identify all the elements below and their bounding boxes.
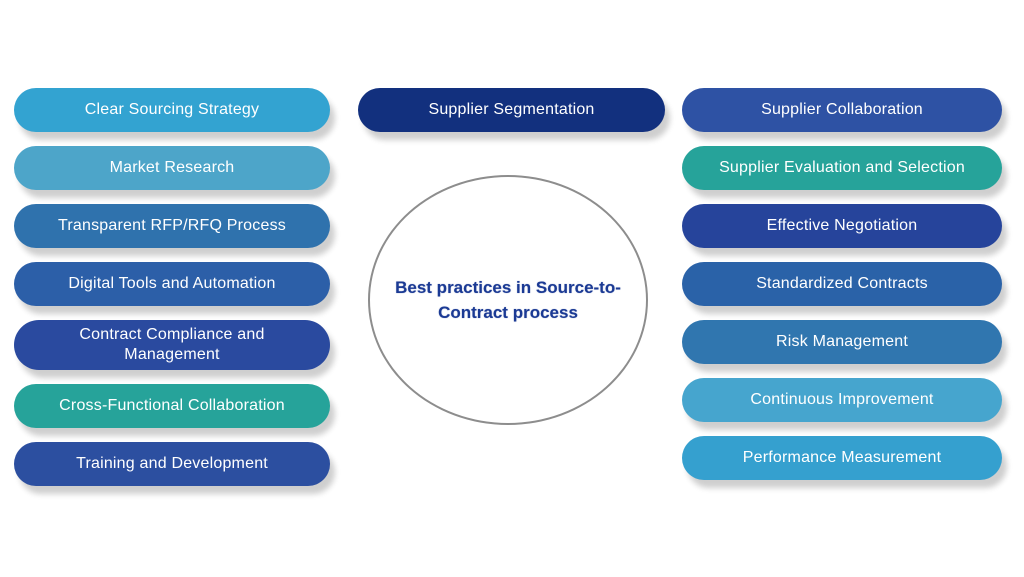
practice-pill-label: Market Research bbox=[109, 159, 235, 176]
diagram-title: Best practices in Source-to-Contract pro… bbox=[395, 277, 621, 323]
practice-pill-label: Digital Tools and Automation bbox=[68, 275, 276, 292]
pill-effective-negotiation: Effective Negotiation bbox=[682, 204, 1002, 248]
practice-pill-label: Transparent RFP/RFQ Process bbox=[58, 217, 286, 234]
pill-supplier-segmentation: Supplier Segmentation bbox=[358, 88, 665, 132]
pill-digital-tools-and-automation: Digital Tools and Automation bbox=[14, 262, 330, 306]
pill-transparent-rfp-rfq-process: Transparent RFP/RFQ Process bbox=[14, 204, 330, 248]
pill-risk-management: Risk Management bbox=[682, 320, 1002, 364]
practice-pill-label: Risk Management bbox=[776, 333, 908, 350]
practice-pill-label: Clear Sourcing Strategy bbox=[84, 101, 260, 118]
practice-pill-label: Effective Negotiation bbox=[766, 217, 918, 234]
pill-continuous-improvement: Continuous Improvement bbox=[682, 378, 1002, 422]
practice-pill-label: Cross-Functional Collaboration bbox=[59, 397, 285, 414]
practice-pill-label: Contract Compliance and Management bbox=[79, 326, 265, 363]
pill-clear-sourcing-strategy: Clear Sourcing Strategy bbox=[14, 88, 330, 132]
practice-pill-label: Training and Development bbox=[76, 455, 268, 472]
practice-pill-label: Supplier Collaboration bbox=[761, 101, 923, 118]
practice-pill-label: Standardized Contracts bbox=[756, 275, 928, 292]
pill-performance-measurement: Performance Measurement bbox=[682, 436, 1002, 480]
practice-pill-label: Performance Measurement bbox=[742, 449, 942, 466]
pill-training-and-development: Training and Development bbox=[14, 442, 330, 486]
pill-supplier-collaboration: Supplier Collaboration bbox=[682, 88, 1002, 132]
practice-pill-label: Continuous Improvement bbox=[750, 391, 934, 408]
pill-standardized-contracts: Standardized Contracts bbox=[682, 262, 1002, 306]
practice-pill-label: Supplier Evaluation and Selection bbox=[719, 159, 965, 176]
center-circle: Best practices in Source-to-Contract pro… bbox=[368, 175, 648, 425]
pill-market-research: Market Research bbox=[14, 146, 330, 190]
left-practices-column: Clear Sourcing Strategy Market Research … bbox=[14, 88, 330, 486]
pill-cross-functional-collaboration: Cross-Functional Collaboration bbox=[14, 384, 330, 428]
pill-contract-compliance-and-management: Contract Compliance and Management bbox=[14, 320, 330, 370]
right-practices-column: Supplier Collaboration Supplier Evaluati… bbox=[682, 88, 1002, 480]
pill-supplier-evaluation-and-selection: Supplier Evaluation and Selection bbox=[682, 146, 1002, 190]
pill-label: Supplier Segmentation bbox=[428, 101, 595, 118]
